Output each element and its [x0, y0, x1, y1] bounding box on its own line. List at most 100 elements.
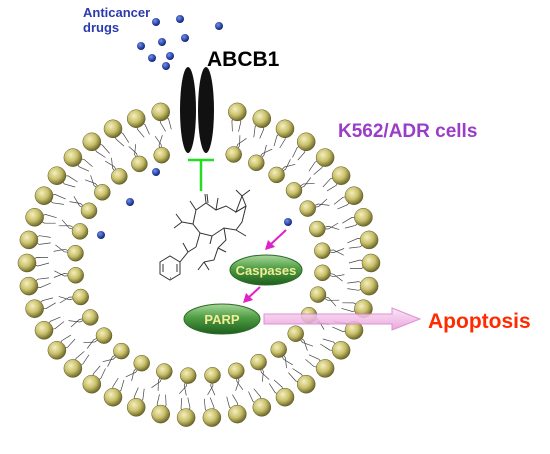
inner-lipid-head	[113, 342, 130, 360]
inner-lipid-head	[270, 341, 287, 358]
activation-arrow-caspases	[265, 229, 287, 250]
compound-structure	[159, 189, 251, 281]
outer-lipid-head	[17, 253, 37, 273]
drug-molecule	[126, 198, 134, 206]
anticancer-drugs-label-line2: drugs	[83, 20, 119, 35]
inner-lipid-head	[153, 146, 170, 164]
abcb1-left-helix	[180, 67, 196, 153]
outer-lipid-head	[252, 109, 272, 128]
outer-lipid-head	[252, 398, 272, 417]
abcb1-transporter	[180, 67, 214, 153]
outer-lipid-head	[361, 253, 381, 273]
outer-lipid-head	[25, 208, 44, 227]
drug-molecule	[166, 52, 174, 60]
inner-lipid-head	[179, 367, 197, 384]
drug-molecule	[97, 231, 105, 239]
outer-lipid-head	[331, 166, 351, 185]
inner-lipid-head	[225, 146, 242, 163]
caspases-label: Caspases	[236, 263, 297, 278]
outer-lipid-head	[34, 186, 54, 205]
outer-lipid-head	[296, 374, 316, 394]
drug-molecule	[148, 54, 156, 62]
outer-lipid-head	[296, 132, 316, 152]
inner-lipid-head	[133, 354, 150, 372]
inner-lipid-head	[248, 154, 265, 172]
outer-lipid-heads	[17, 102, 381, 427]
outer-lipid-head	[103, 119, 123, 139]
drug-molecule	[152, 18, 160, 26]
inner-lipid-head	[156, 363, 173, 380]
cell-membrane-bilayer	[17, 102, 381, 427]
drug-molecule	[176, 15, 184, 23]
activation-arrow-parp	[243, 286, 261, 303]
inner-lipid-head	[285, 182, 303, 199]
outer-lipid-head	[47, 166, 67, 185]
drug-molecule	[215, 22, 223, 30]
outer-lipid-head	[19, 276, 39, 296]
outer-lipid-head	[228, 404, 247, 424]
outer-lipid-head	[82, 132, 102, 152]
caspases-node	[229, 254, 303, 286]
outer-lipid-head	[25, 299, 44, 318]
drug-molecule	[152, 168, 160, 176]
inner-lipid-head	[95, 327, 113, 344]
outer-lipid-head	[151, 404, 170, 424]
inner-lipid-heads	[67, 146, 331, 384]
outer-lipid-head	[34, 321, 54, 340]
anticancer-drugs-label-line1: Anticancer	[83, 5, 150, 20]
parp-label: PARP	[204, 312, 239, 327]
inner-lipid-head	[72, 288, 89, 306]
outer-lipid-head	[315, 359, 335, 378]
outer-lipid-head	[176, 408, 196, 427]
outer-lipid-head	[228, 102, 247, 122]
abcb1-label: ABCB1	[207, 48, 280, 71]
inner-lipid-head	[299, 200, 316, 217]
anticancer-drug-molecules	[97, 15, 292, 239]
drug-molecule	[284, 218, 292, 226]
outer-lipid-head	[63, 148, 83, 167]
inner-lipid-head	[80, 202, 98, 220]
inner-lipid-head	[250, 353, 267, 371]
outer-lipid-head	[359, 276, 379, 296]
outer-lipid-head	[47, 341, 67, 360]
inner-lipid-head	[309, 286, 327, 303]
outer-lipid-head	[275, 119, 295, 139]
outer-lipid-head	[63, 359, 83, 378]
inner-lipid-head	[228, 362, 245, 380]
abcb1-right-helix	[198, 67, 214, 153]
inner-lipid-head	[314, 242, 331, 259]
outer-lipid-head	[344, 186, 364, 205]
outer-lipid-head	[331, 341, 351, 360]
apoptosis-label: Apoptosis	[428, 310, 531, 333]
inner-lipid-head	[309, 220, 326, 238]
outer-lipid-head	[151, 102, 170, 122]
inner-lipid-head	[204, 367, 221, 384]
inner-lipid-head	[67, 267, 84, 284]
outer-lipid-head	[126, 109, 146, 128]
inner-lipid-head	[67, 244, 84, 262]
parp-node	[183, 303, 261, 335]
inner-lipid-head	[268, 166, 285, 184]
apoptosis-arrow	[263, 307, 422, 331]
cell-line-label: K562/ADR cells	[338, 121, 477, 142]
inner-lipid-head	[111, 168, 128, 185]
inner-lipid-head	[82, 309, 99, 326]
inner-lipid-head	[131, 155, 148, 173]
inner-lipid-head	[94, 184, 111, 201]
inner-lipid-head	[71, 223, 89, 240]
drug-molecule	[158, 38, 166, 46]
outer-lipid-head	[315, 148, 335, 167]
inner-lipid-head	[287, 325, 304, 342]
drug-molecule	[162, 62, 170, 70]
outer-lipid-head	[103, 387, 123, 407]
outer-lipid-head	[82, 374, 102, 394]
outer-lipid-head	[202, 408, 222, 427]
inhibition-symbol	[188, 158, 214, 191]
outer-lipid-head	[275, 387, 295, 407]
outer-lipid-head	[359, 230, 379, 250]
inner-lipid-head	[314, 264, 331, 282]
drug-molecule	[137, 42, 145, 50]
drug-molecule	[181, 34, 189, 42]
outer-lipid-head	[354, 208, 373, 227]
